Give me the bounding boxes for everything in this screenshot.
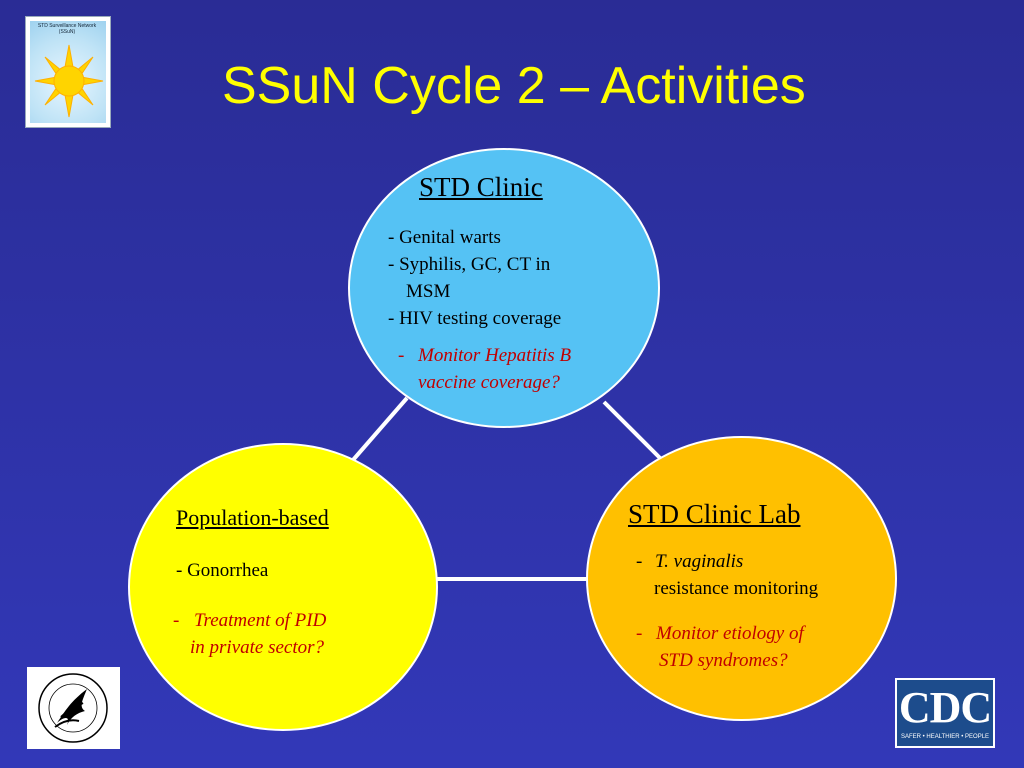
population-question-dash: - (173, 610, 180, 631)
population-based-circle (128, 443, 438, 731)
connector-clinic-lab (602, 400, 662, 460)
ssun-logo: STD Surveillance Network (SSuN) (25, 16, 111, 128)
cdc-logo: CDC SAFER • HEALTHIER • PEOPLE (895, 678, 995, 748)
cdc-logo-tagline: SAFER • HEALTHIER • PEOPLE (900, 734, 990, 740)
lab-question-dash: - (636, 623, 643, 644)
slide-title: SSuN Cycle 2 – Activities (222, 57, 806, 115)
std-clinic-lab-heading: STD Clinic Lab (628, 499, 801, 529)
std-clinic-heading: STD Clinic (419, 172, 543, 202)
lab-question-line2: STD syndromes? (659, 650, 788, 671)
std-clinic-item: - HIV testing coverage (388, 308, 562, 329)
population-based-heading: Population-based (176, 505, 329, 530)
connector-clinic-population (351, 396, 409, 462)
population-question-line1: Treatment of PID (194, 610, 327, 631)
lab-item-dash: - (636, 551, 643, 572)
ssun-logo-label: STD Surveillance Network (SSuN) (37, 23, 97, 35)
std-clinic-item: MSM (406, 281, 451, 302)
std-clinic-question-line1: Monitor Hepatitis B (418, 345, 572, 366)
std-clinic-question-line2: vaccine coverage? (418, 372, 560, 393)
hhs-seal-logo (27, 667, 120, 749)
std-clinic-question-dash: - (398, 345, 405, 366)
population-question-line2: in private sector? (190, 637, 325, 658)
std-clinic-circle (348, 148, 660, 428)
eagle-seal-icon (38, 673, 108, 743)
lab-question-line1: Monitor etiology of (656, 623, 804, 644)
std-clinic-item: - Genital warts (388, 227, 501, 248)
std-clinic-lab-circle (586, 436, 897, 721)
lab-item-organism: T. vaginalis (655, 551, 744, 572)
cdc-logo-text: CDC (898, 683, 992, 732)
std-clinic-item: - Syphilis, GC, CT in (388, 254, 551, 275)
sun-icon (34, 44, 104, 118)
lab-item-line2: resistance monitoring (654, 578, 819, 599)
population-item: - Gonorrhea (176, 560, 269, 581)
